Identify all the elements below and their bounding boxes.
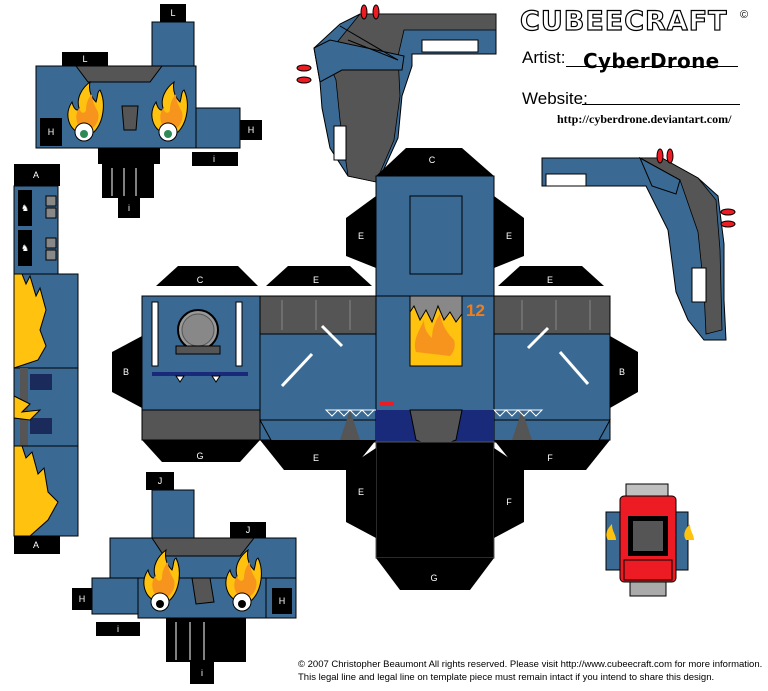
tab-label: i (201, 668, 203, 678)
tab-label: C (429, 155, 436, 165)
tab-label: i (117, 624, 119, 634)
tab-label: E (506, 231, 512, 241)
legal-line-1: © 2007 Christopher Beaumont All rights r… (298, 659, 763, 670)
arms-piece-top: L L H H i i (35, 4, 262, 218)
head-piece: C E E C E E B (112, 148, 638, 590)
svg-text:♞: ♞ (21, 243, 29, 253)
legs-piece-bottom: J J H H i i (72, 472, 297, 684)
website-url: http://cyberdrone.deviantart.com/ (557, 112, 732, 126)
tab-label: H (79, 594, 86, 604)
artist-name: CyberDrone (583, 49, 720, 73)
tab-label: G (196, 451, 203, 461)
brand-logo: CUBEECRAFT (519, 5, 728, 37)
legal-line-2: This legal line and legal line on templa… (298, 672, 715, 683)
tab-label: i (128, 203, 130, 213)
tab-label: E (358, 487, 364, 497)
website-label: Website: (522, 89, 588, 108)
tab-label: E (547, 275, 553, 285)
tab-label: C (197, 275, 204, 285)
tab-label: F (547, 453, 553, 463)
tab-label: L (82, 54, 87, 64)
flame-strip-piece: A ♞ ♞ A (13, 164, 79, 554)
tab-label: F (506, 497, 512, 507)
tab-label: i (213, 154, 215, 164)
website-underline (582, 104, 740, 105)
tab-label: L (170, 8, 175, 18)
tab-label: 12 (466, 301, 485, 320)
tab-label: E (313, 275, 319, 285)
tab-label: J (158, 476, 163, 486)
tab-label: A (33, 540, 39, 550)
tab-label: A (33, 170, 39, 180)
tab-label: E (358, 231, 364, 241)
tab-label: H (48, 127, 55, 137)
brand-copyright-mark: © (740, 9, 749, 21)
tab-label: G (430, 573, 437, 583)
svg-text:♞: ♞ (21, 203, 29, 213)
tab-label: B (123, 367, 129, 377)
artist-underline (566, 66, 738, 67)
tab-label: E (313, 453, 319, 463)
wing-piece-left (296, 4, 497, 183)
tab-label: H (248, 125, 255, 135)
tab-label: B (619, 367, 625, 377)
wing-piece-right (541, 148, 736, 341)
assembled-preview (605, 483, 694, 597)
tab-label: H (279, 596, 286, 606)
artist-label: Artist: (522, 48, 566, 67)
tab-label: J (246, 525, 251, 535)
